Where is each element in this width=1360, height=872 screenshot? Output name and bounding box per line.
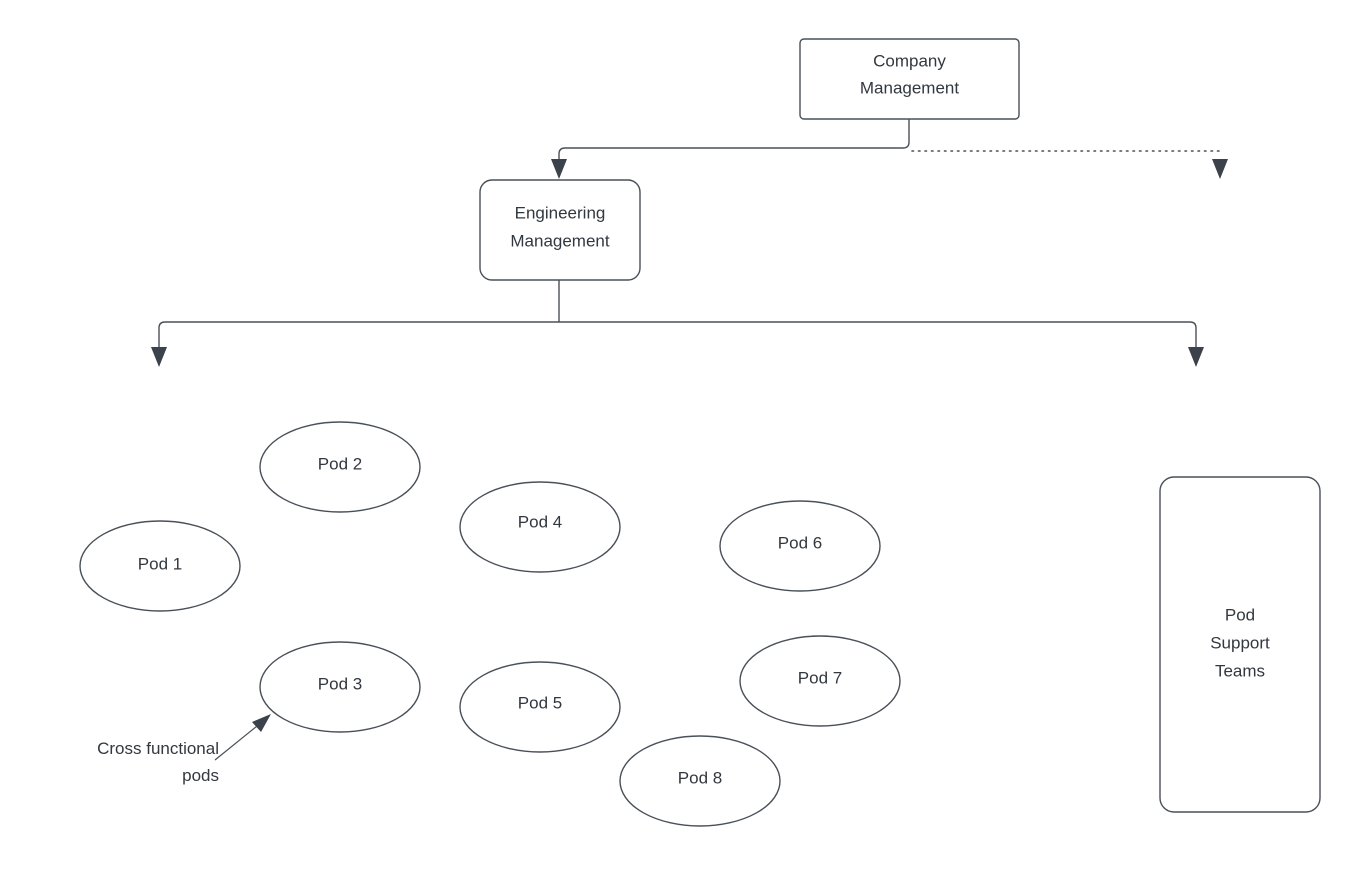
arrow-head-icon — [151, 347, 167, 367]
pod-7-label: Pod 7 — [798, 668, 842, 687]
pod-3-label: Pod 3 — [318, 674, 362, 693]
pod-support-teams-label-line2: Support — [1210, 633, 1270, 652]
node-pod-5[interactable]: Pod 5 — [459, 661, 621, 753]
pod-7-ellipse[interactable] — [739, 635, 901, 727]
engineering-management-label-line1: Engineering — [515, 203, 606, 222]
cross-functional-pods-label-line2: pods — [182, 766, 219, 785]
node-pod-8[interactable]: Pod 8 — [619, 735, 781, 827]
node-pod-2[interactable]: Pod 2 — [259, 421, 421, 513]
edge-company-dotted-right — [911, 150, 1228, 179]
pod-1-ellipse[interactable] — [79, 520, 241, 612]
arrow-head-icon — [1188, 347, 1204, 367]
company-management-label-line2: Management — [860, 78, 960, 97]
pod-5-label: Pod 5 — [518, 693, 562, 712]
company-management-label-line1: Company — [873, 51, 946, 70]
pod-support-teams-label-line3: Teams — [1215, 661, 1265, 680]
node-pod-1[interactable]: Pod 1 — [79, 520, 241, 612]
edge-engineering-to-children — [151, 280, 1204, 367]
pod-4-ellipse[interactable] — [459, 481, 621, 573]
node-pod-support-teams[interactable]: Pod Support Teams — [1159, 476, 1321, 813]
pod-1-label: Pod 1 — [138, 554, 182, 573]
pod-6-label: Pod 6 — [778, 533, 822, 552]
pod-5-ellipse[interactable] — [459, 661, 621, 753]
node-pod-6[interactable]: Pod 6 — [719, 500, 881, 592]
node-company-management[interactable]: Company Management — [799, 38, 1020, 120]
engineering-management-box[interactable] — [479, 179, 641, 281]
pod-2-ellipse[interactable] — [259, 421, 421, 513]
pod-4-label: Pod 4 — [518, 512, 562, 531]
arrow-head-icon — [1212, 159, 1228, 179]
cross-functional-pods-label-line1: Cross functional — [97, 739, 219, 758]
engineering-management-label-line2: Management — [510, 231, 610, 250]
edge-company-to-engineering — [551, 119, 910, 179]
pod-2-label: Pod 2 — [318, 454, 362, 473]
arrow-head-icon — [252, 714, 271, 732]
node-pod-7[interactable]: Pod 7 — [739, 635, 901, 727]
arrow-head-icon — [551, 159, 567, 179]
pod-8-ellipse[interactable] — [619, 735, 781, 827]
company-management-box[interactable] — [799, 38, 1020, 120]
pod-8-label: Pod 8 — [678, 768, 722, 787]
node-engineering-management[interactable]: Engineering Management — [479, 179, 641, 281]
node-pod-4[interactable]: Pod 4 — [459, 481, 621, 573]
pod-support-teams-box[interactable] — [1159, 476, 1321, 813]
pod-3-ellipse[interactable] — [259, 641, 421, 733]
node-pod-3[interactable]: Pod 3 — [259, 641, 421, 733]
edge-annotation-to-pod-3 — [214, 714, 271, 761]
annotation-cross-functional-pods: Cross functional pods — [97, 739, 219, 785]
pod-6-ellipse[interactable] — [719, 500, 881, 592]
pod-support-teams-label-line1: Pod — [1225, 605, 1255, 624]
